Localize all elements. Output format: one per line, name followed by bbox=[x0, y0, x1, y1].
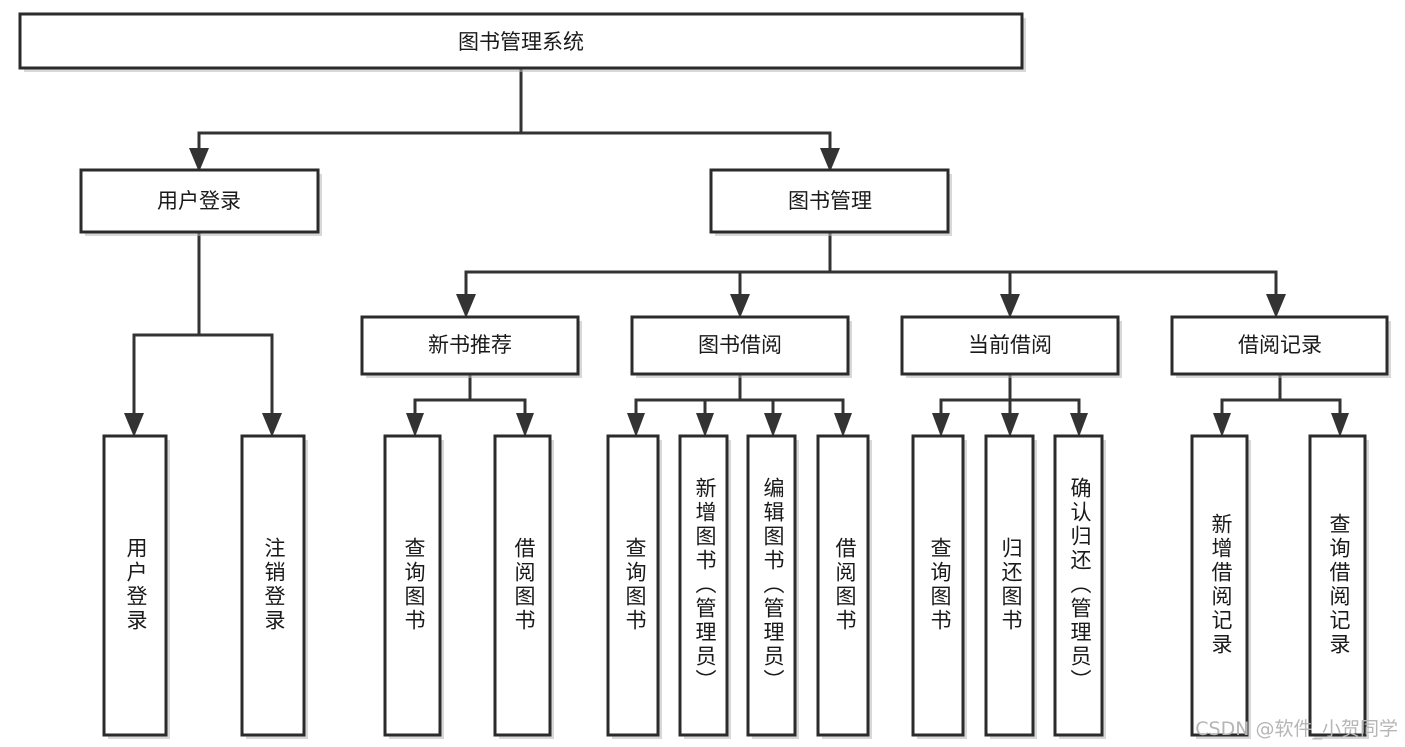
node-book-manage-label: 图书管理 bbox=[788, 189, 872, 213]
leaf-edit-book[interactable]: 编辑图书（管理员） bbox=[746, 434, 799, 739]
arrow-to-leaf-borrow-book-1 bbox=[516, 413, 534, 437]
arrow-to-book-borrow bbox=[730, 294, 750, 318]
arrow-to-leaf-query-record bbox=[1331, 413, 1349, 437]
arrow-to-leaf-query-book-3 bbox=[932, 413, 950, 437]
leaf-edit-book-label: 编辑图书（管理员） bbox=[761, 477, 785, 693]
leaf-edit-book-rect bbox=[746, 434, 797, 737]
node-book-borrow-rect bbox=[630, 315, 850, 376]
node-borrow-record-label: 借阅记录 bbox=[1238, 333, 1322, 357]
leaf-add-record[interactable]: 新增借阅记录 bbox=[1190, 434, 1251, 739]
leaf-borrow-book-2[interactable]: 借阅图书 bbox=[816, 434, 872, 739]
arrow-to-leaf-query-book-2 bbox=[627, 413, 645, 437]
node-borrow-record-rect bbox=[1170, 315, 1389, 376]
leaf-query-book-3[interactable]: 查询图书 bbox=[911, 434, 967, 739]
node-current-borrow-rect bbox=[900, 315, 1120, 376]
node-book-borrow-label: 图书借阅 bbox=[698, 333, 782, 357]
leaf-logout-rect bbox=[240, 434, 306, 737]
arrow-to-leaf-add-book bbox=[696, 413, 714, 437]
connector-layer bbox=[132, 68, 1342, 417]
node-book-manage[interactable]: 图书管理 bbox=[709, 168, 952, 236]
leaf-query-record-label: 查询借阅记录 bbox=[1327, 513, 1351, 657]
arrow-to-leaf-borrow-book-2 bbox=[834, 413, 852, 437]
node-new-book-recommend-rect bbox=[360, 315, 580, 376]
leaf-return-book-label: 归还图书 bbox=[999, 537, 1023, 633]
leaf-query-record-rect bbox=[1308, 434, 1367, 737]
leaf-query-book-2-label: 查询图书 bbox=[623, 537, 647, 633]
arrow-to-leaf-query-book-1 bbox=[406, 413, 424, 437]
leaf-logout[interactable]: 注销登录 bbox=[240, 434, 308, 739]
node-current-borrow-label: 当前借阅 bbox=[968, 333, 1052, 357]
leaf-user-login-label: 用户登录 bbox=[124, 537, 148, 633]
arrow-to-new-book-recommend bbox=[456, 294, 476, 318]
arrow-to-leaf-add-record bbox=[1213, 413, 1231, 437]
node-new-book-recommend[interactable]: 新书推荐 bbox=[360, 315, 582, 378]
leaf-query-book-1[interactable]: 查询图书 bbox=[383, 434, 444, 739]
leaf-borrow-book-2-label: 借阅图书 bbox=[833, 537, 857, 633]
node-book-borrow[interactable]: 图书借阅 bbox=[630, 315, 852, 378]
leaf-add-book[interactable]: 新增图书（管理员） bbox=[678, 434, 731, 739]
leaf-user-login-rect bbox=[102, 434, 168, 737]
node-root-label: 图书管理系统 bbox=[458, 30, 584, 54]
leaf-query-record[interactable]: 查询借阅记录 bbox=[1308, 434, 1369, 739]
leaf-borrow-book-1[interactable]: 借阅图书 bbox=[493, 434, 554, 739]
leaf-query-book-3-rect bbox=[911, 434, 965, 737]
leaf-logout-label: 注销登录 bbox=[262, 537, 286, 633]
leaf-confirm-return[interactable]: 确认归还（管理员） bbox=[1053, 434, 1106, 739]
leaf-query-book-3-label: 查询图书 bbox=[928, 537, 952, 633]
leaf-query-book-1-rect bbox=[383, 434, 442, 737]
arrow-to-user-login bbox=[189, 148, 209, 172]
leaf-user-login[interactable]: 用户登录 bbox=[102, 434, 170, 739]
node-user-login[interactable]: 用户登录 bbox=[79, 168, 322, 236]
leaf-confirm-return-label: 确认归还（管理员） bbox=[1068, 477, 1092, 693]
node-root[interactable]: 图书管理系统 bbox=[18, 12, 1026, 72]
node-root-rect bbox=[18, 12, 1024, 70]
leaf-borrow-book-1-label: 借阅图书 bbox=[512, 537, 536, 633]
leaf-add-book-rect bbox=[678, 434, 729, 737]
leaf-borrow-book-1-rect bbox=[493, 434, 552, 737]
leaf-query-book-1-label: 查询图书 bbox=[402, 537, 426, 633]
arrow-to-leaf-confirm-return bbox=[1070, 413, 1088, 437]
watermark-label: CSDN @软件_小贺同学 bbox=[1195, 718, 1398, 740]
leaf-return-book[interactable]: 归还图书 bbox=[984, 434, 1037, 739]
leaf-add-record-label: 新增借阅记录 bbox=[1209, 513, 1233, 657]
arrowhead-layer bbox=[124, 148, 1349, 437]
arrow-to-leaf-return-book bbox=[1001, 413, 1019, 437]
leaf-confirm-return-rect bbox=[1053, 434, 1104, 737]
arrow-to-borrow-record bbox=[1266, 294, 1286, 318]
leaf-add-book-label: 新增图书（管理员） bbox=[693, 477, 717, 693]
leaf-return-book-rect bbox=[984, 434, 1035, 737]
node-book-manage-rect bbox=[709, 168, 950, 234]
node-new-book-recommend-label: 新书推荐 bbox=[428, 333, 512, 357]
node-borrow-record[interactable]: 借阅记录 bbox=[1170, 315, 1391, 378]
leaf-borrow-book-2-rect bbox=[816, 434, 870, 737]
leaf-query-book-2[interactable]: 查询图书 bbox=[606, 434, 662, 739]
node-user-login-label: 用户登录 bbox=[157, 189, 241, 213]
arrow-to-leaf-edit-book bbox=[764, 413, 782, 437]
leaf-add-record-rect bbox=[1190, 434, 1249, 737]
node-user-login-rect bbox=[79, 168, 320, 234]
arrow-to-leaf-user-login bbox=[124, 413, 144, 437]
arrow-to-leaf-logout bbox=[262, 413, 282, 437]
leaf-query-book-2-rect bbox=[606, 434, 660, 737]
arrow-to-current-borrow bbox=[1000, 294, 1020, 318]
arrow-to-book-manage bbox=[820, 148, 840, 172]
node-current-borrow[interactable]: 当前借阅 bbox=[900, 315, 1122, 378]
